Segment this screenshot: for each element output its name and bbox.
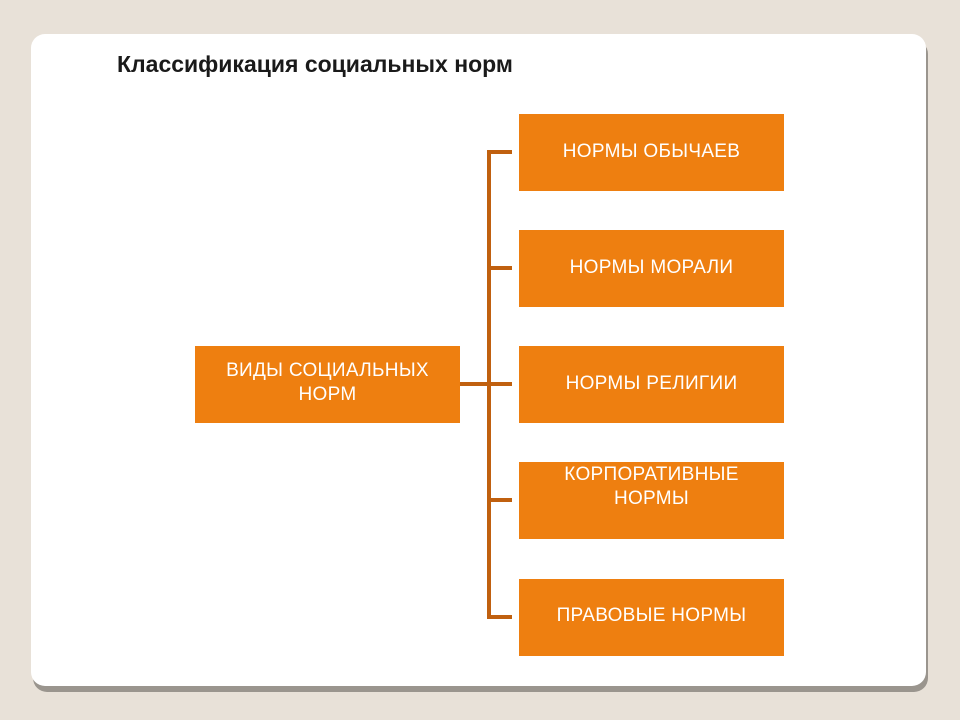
child-node-customs: НОРМЫ ОБЫЧАЕВ (519, 114, 784, 191)
child-node-corporate: КОРПОРАТИВНЫЕ НОРМЫ (519, 462, 784, 539)
child-node-religion: НОРМЫ РЕЛИГИИ (519, 346, 784, 423)
slide-title: Классификация социальных норм (117, 51, 513, 77)
root-node: ВИДЫ СОЦИАЛЬНЫХ НОРМ (195, 346, 460, 423)
child-node-legal: ПРАВОВЫЕ НОРМЫ (519, 579, 784, 656)
child-node-morality: НОРМЫ МОРАЛИ (519, 230, 784, 307)
